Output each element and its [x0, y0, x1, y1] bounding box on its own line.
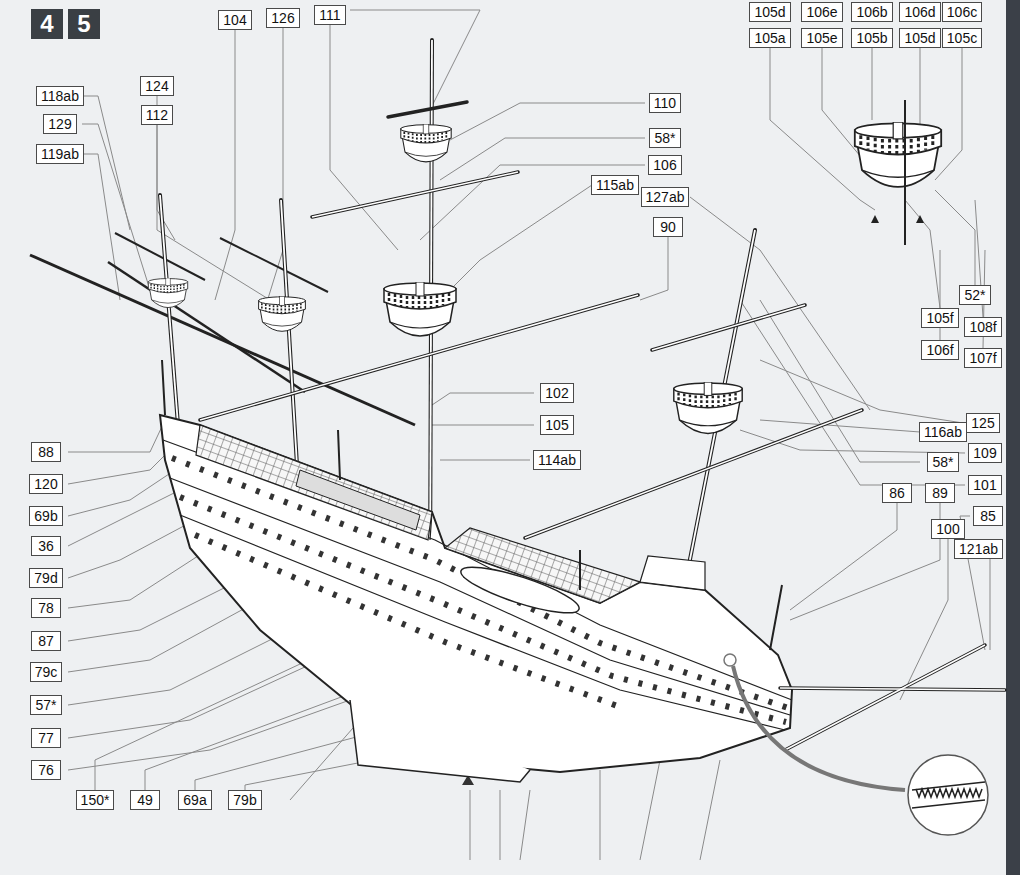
callout-number: 105c — [942, 28, 982, 48]
callout-number: 104 — [218, 10, 251, 30]
callout-number: 79c — [30, 662, 63, 682]
callout-number: 119ab — [36, 144, 84, 164]
callout-number: 124 — [140, 76, 173, 96]
callout-number: 79d — [29, 568, 62, 588]
callout-number: 105d — [749, 2, 790, 22]
callout-number: 69b — [29, 506, 62, 526]
callout-number: 129 — [43, 114, 76, 134]
callout-number: 77 — [31, 728, 61, 748]
callout-number: 106d — [899, 2, 940, 22]
callout-number: 118ab — [36, 86, 84, 106]
callout-number: 79b — [228, 790, 261, 810]
callout-number: 106c — [942, 2, 982, 22]
callout-number: 76 — [31, 760, 61, 780]
callout-number: 125 — [966, 413, 999, 433]
callout-number: 89 — [925, 483, 955, 503]
callout-number: 49 — [130, 790, 160, 810]
callout-number: 106b — [851, 2, 892, 22]
callout-number: 58* — [927, 452, 958, 472]
callout-number: 120 — [29, 474, 62, 494]
callout-number: 106e — [801, 2, 842, 22]
callout-number: 110 — [649, 93, 681, 113]
callout-number: 115ab — [591, 175, 639, 195]
callout-number: 100 — [931, 519, 964, 539]
callout-number: 121ab — [954, 539, 1003, 559]
callout-number: 85 — [973, 506, 1003, 526]
callout-number: 105f — [921, 308, 958, 328]
callout-number: 105a — [749, 28, 790, 48]
callout-number: 105 — [540, 415, 573, 435]
callout-number: 88 — [31, 442, 61, 462]
callout-number: 127ab — [641, 187, 690, 207]
callout-number: 58* — [649, 128, 680, 148]
step-number: 5 — [68, 9, 100, 39]
callout-number: 105e — [801, 28, 842, 48]
callout-number: 101 — [968, 475, 1001, 495]
callout-number: 86 — [882, 483, 912, 503]
callout-number: 106 — [648, 155, 681, 175]
callout-number: 78 — [31, 598, 61, 618]
callout-number: 150* — [76, 790, 115, 810]
callout-number: 112 — [141, 105, 173, 125]
callout-number: 114ab — [533, 450, 581, 470]
callout-number: 105d — [899, 28, 940, 48]
callout-number: 87 — [31, 631, 61, 651]
callout-number: 52* — [959, 285, 990, 305]
callout-number: 105b — [851, 28, 892, 48]
callout-number: 108f — [964, 317, 1001, 337]
callout-number: 111 — [314, 5, 345, 25]
callout-number: 109 — [968, 443, 1001, 463]
callout-number: 57* — [30, 695, 61, 715]
callout-number: 36 — [31, 536, 61, 556]
step-number: 4 — [31, 9, 63, 39]
callout-number: 69a — [178, 790, 211, 810]
callout-number: 116ab — [919, 422, 967, 442]
callout-number: 102 — [540, 383, 573, 403]
callout-number: 126 — [266, 8, 299, 28]
callout-number: 106f — [921, 340, 958, 360]
callout-number: 107f — [964, 348, 1001, 368]
callout-number: 90 — [653, 217, 683, 237]
